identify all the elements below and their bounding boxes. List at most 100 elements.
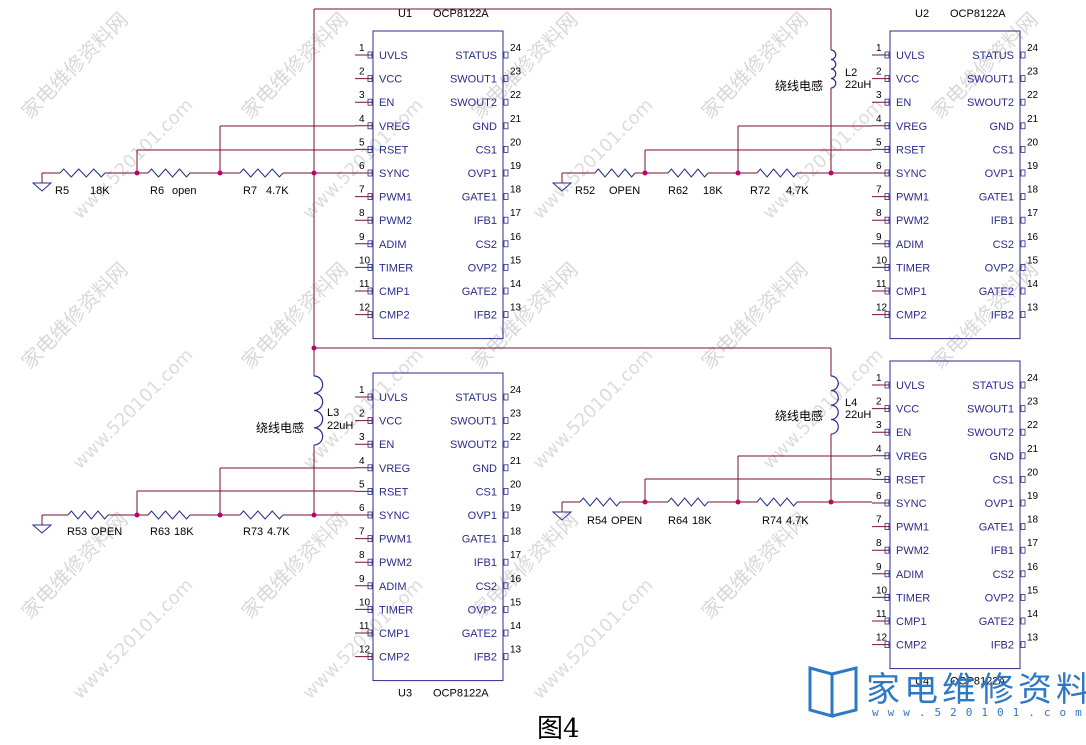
pin-number: 23	[510, 409, 522, 420]
pin-name: SWOUT1	[967, 74, 1014, 86]
pin-stub	[367, 558, 373, 566]
pin-number: 11	[359, 621, 370, 632]
chip-ref: U2	[915, 8, 929, 20]
pin-stub	[1020, 641, 1026, 648]
watermark-text: 家电维修资料网	[237, 8, 353, 124]
pin-name: CMP1	[896, 286, 927, 298]
pin-stub	[1020, 381, 1026, 389]
pin-number: 21	[1027, 444, 1039, 455]
pin-name: GND	[473, 121, 498, 133]
pin-number: 15	[510, 597, 522, 608]
pin-name: CMP1	[896, 616, 927, 628]
ground-symbol	[31, 524, 53, 534]
pin-stub	[884, 311, 890, 319]
pin-name: ADIM	[379, 239, 407, 251]
pin-number: 11	[876, 279, 887, 290]
pin-name: IFB1	[991, 215, 1014, 227]
pin-number: 3	[876, 90, 882, 101]
watermark-text: 家电维修资料网	[697, 258, 813, 374]
pin-name: SWOUT1	[967, 404, 1014, 416]
pin-stub	[503, 535, 509, 542]
pin-stub	[503, 464, 509, 472]
pin-stub	[884, 381, 890, 389]
watermark-text: 家电维修资料网	[237, 258, 353, 374]
chip-ref: U4	[915, 676, 929, 688]
inductor-desc: 绕线电感	[256, 420, 304, 435]
pin-number: 10	[876, 255, 888, 266]
resistor-ref: R7	[243, 185, 257, 197]
pin-stub	[1020, 499, 1026, 507]
pin-stub	[503, 145, 509, 153]
pin-number: 14	[510, 621, 522, 632]
pin-name: CS2	[993, 239, 1014, 251]
pin-name: IFB2	[474, 652, 497, 664]
chip-part: OCP8122A	[950, 676, 1006, 688]
pin-number: 11	[359, 279, 370, 290]
logo-url: www.520101.com	[872, 706, 1086, 719]
pin-name: CMP2	[896, 310, 927, 322]
pin-stub	[1020, 594, 1026, 601]
pin-name: OVP2	[985, 592, 1014, 604]
resistor	[59, 168, 106, 178]
watermark-text: 家电维修资料网	[697, 8, 813, 124]
pin-number: 17	[1027, 208, 1039, 219]
pin-name: CMP1	[379, 628, 410, 640]
pin-name: CS1	[476, 486, 497, 498]
pin-stub	[503, 417, 509, 425]
watermark-text: 家电维修资料网	[237, 508, 353, 624]
pin-name: RSET	[379, 486, 409, 498]
pin-number: 16	[1027, 232, 1039, 243]
pin-stub	[503, 558, 509, 566]
pin-stub	[503, 653, 509, 660]
pin-number: 13	[1027, 633, 1039, 644]
pin-number: 19	[510, 503, 522, 514]
inductor-desc: 绕线电感	[775, 408, 823, 423]
pin-name: PWM2	[896, 215, 929, 227]
wire-layer	[42, 8, 872, 518]
pin-number: 2	[876, 397, 882, 408]
resistor-ref: R74	[762, 515, 782, 527]
pin-name: UVLS	[896, 50, 925, 62]
resistor-ref: R64	[668, 515, 688, 527]
pin-name: GND	[990, 121, 1015, 133]
pin-number: 1	[359, 385, 365, 396]
pin-stub	[1020, 98, 1026, 106]
chip-part: OCP8122A	[433, 688, 489, 700]
inductor-value: 22uH	[845, 79, 871, 91]
pin-stub	[367, 75, 373, 82]
pin-name: OVP2	[468, 604, 497, 616]
resistor-value: 4.7K	[267, 526, 290, 538]
watermark-url: www.520101.com	[759, 95, 888, 224]
pin-stub	[367, 98, 373, 106]
pin-name: EN	[896, 97, 911, 109]
pin-name: VREG	[896, 451, 927, 463]
pin-name: PWM1	[379, 192, 412, 204]
pin-number: 23	[510, 67, 522, 78]
pin-number: 9	[876, 562, 882, 573]
pin-number: 4	[359, 456, 365, 467]
pin-name: PWM1	[379, 534, 412, 546]
pin-stub	[367, 487, 373, 495]
pin-stub	[884, 51, 890, 59]
pin-stub	[884, 641, 890, 648]
pin-number: 18	[510, 185, 522, 196]
pin-stub	[884, 617, 890, 625]
resistor-value: OPEN	[91, 526, 122, 538]
junction-dot	[217, 170, 223, 176]
pin-stub	[503, 98, 509, 106]
junction-dot	[311, 512, 317, 518]
resistor	[756, 497, 798, 507]
pin-name: RSET	[379, 144, 409, 156]
pin-number: 10	[876, 585, 888, 596]
junction-dot	[217, 512, 223, 518]
pin-number: 6	[359, 503, 365, 514]
pin-stub	[367, 145, 373, 153]
pin-number: 2	[876, 67, 882, 78]
pin-stub	[1020, 452, 1026, 460]
pin-number: 6	[359, 161, 365, 172]
pin-number: 9	[359, 232, 365, 243]
resistor-value: 18K	[90, 185, 110, 197]
